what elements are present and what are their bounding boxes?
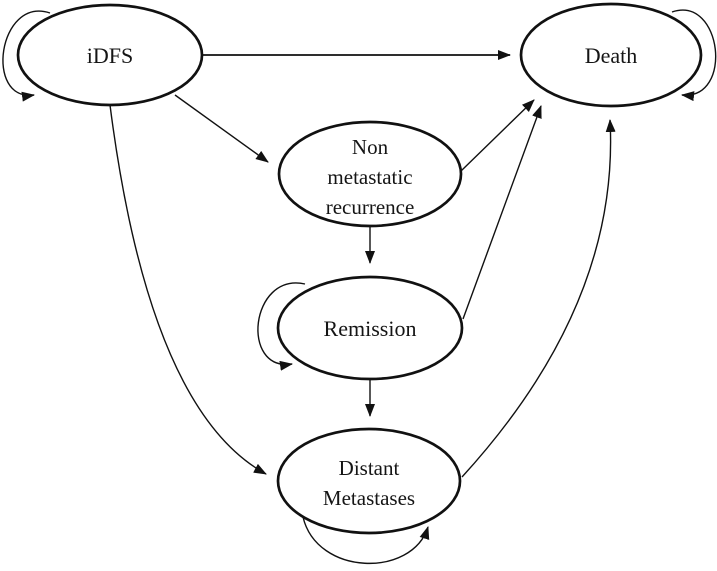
self-loop-distant-metastases — [302, 516, 430, 565]
node-distant-metastases-label-line2: Metastases — [323, 486, 415, 510]
node-idfs-ellipse — [16, 3, 204, 107]
self-loop-idfs — [2, 10, 51, 102]
node-non-metastatic-recurrence-label-line3: recurrence — [326, 195, 415, 219]
node-death-label: Death — [585, 43, 638, 68]
edge-non-metastatic-recurrence-to-death — [460, 99, 535, 172]
node-distant-metastases-label-line1: Distant — [339, 456, 400, 480]
node-remission-ellipse — [276, 275, 464, 381]
edge-idfs-to-non-metastatic-recurrence — [174, 94, 269, 163]
node-distant-metastases-ellipse — [276, 427, 462, 535]
edge-idfs-to-distant-metastases — [109, 104, 267, 475]
edge-distant-metastases-to-death — [461, 119, 616, 478]
node-non-metastatic-recurrence-label-line2: metastatic — [327, 165, 412, 189]
self-loop-death — [671, 9, 717, 102]
node-death-ellipse — [519, 2, 703, 108]
node-idfs-label: iDFS — [87, 43, 133, 68]
edge-remission-to-death — [462, 105, 542, 320]
node-non-metastatic-recurrence-ellipse — [277, 120, 463, 228]
node-non-metastatic-recurrence-label-line1: Non — [352, 135, 389, 159]
node-remission-label: Remission — [324, 316, 417, 341]
self-loop-remission — [257, 282, 306, 371]
